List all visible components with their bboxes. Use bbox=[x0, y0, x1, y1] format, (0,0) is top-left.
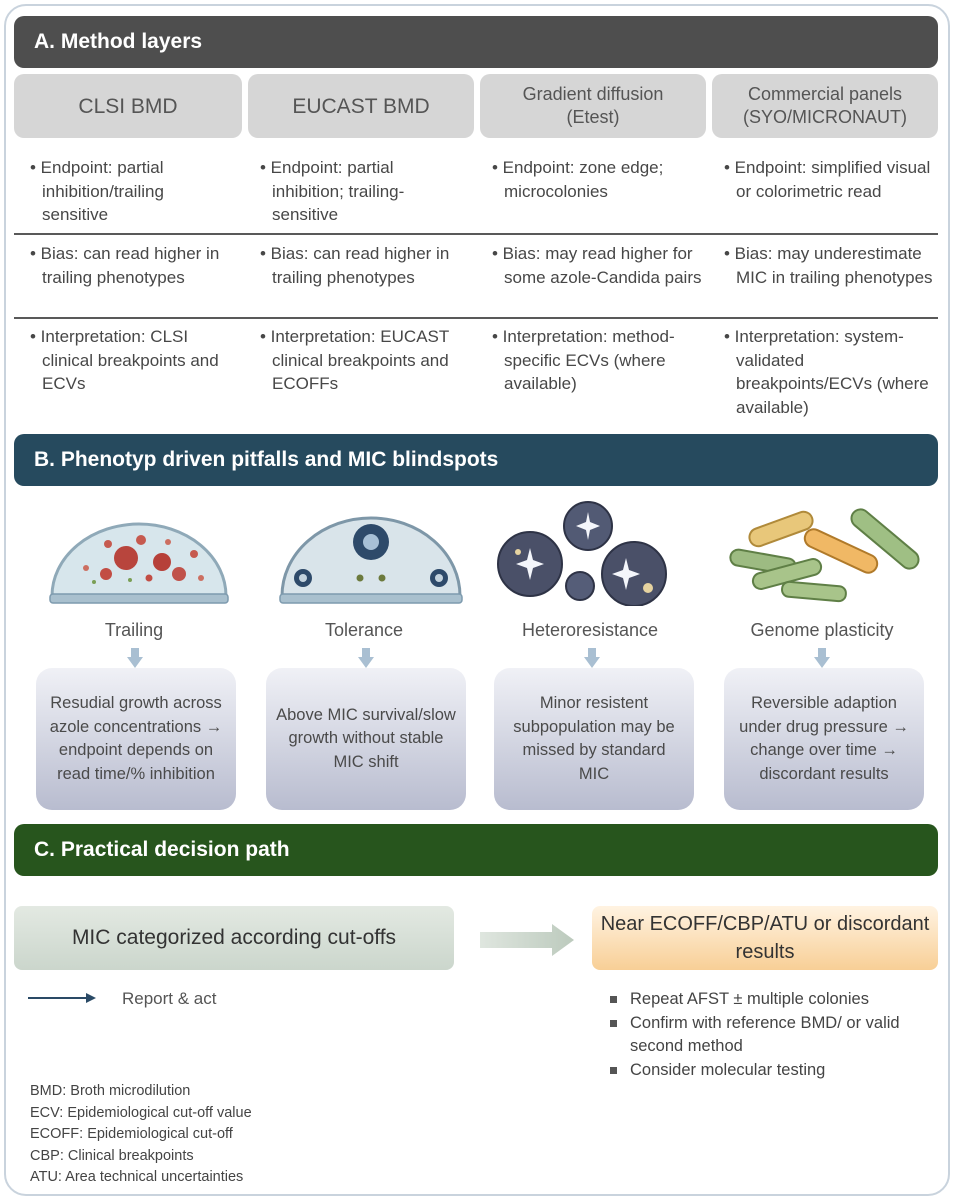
method-header-gradient: Gradient diffusion (Etest) bbox=[480, 74, 706, 138]
row-divider bbox=[14, 317, 938, 319]
gradient-bias: • Bias: may read higher for some azole-C… bbox=[492, 244, 702, 287]
down-arrow-icon bbox=[814, 648, 830, 668]
commercial-bias: • Bias: may underestimate MIC in trailin… bbox=[724, 244, 933, 287]
phenotype-label-trailing: Trailing bbox=[104, 620, 164, 640]
legend-item: BMD: Broth microdilution bbox=[30, 1083, 191, 1099]
report-arrow-icon bbox=[28, 993, 96, 1003]
section-c-header: C. Practical decision path bbox=[14, 824, 938, 876]
phenotype-label-genome-plasticity: Genome plasticity bbox=[750, 620, 894, 640]
gradient-endpoint: • Endpoint: zone edge; microcolonies bbox=[492, 158, 664, 201]
list-item: Consider molecular testing bbox=[606, 1059, 936, 1083]
clsi-bias: • Bias: can read higher in trailing phen… bbox=[30, 244, 220, 287]
row-divider bbox=[14, 233, 938, 235]
phenotype-box-genome-plasticity: Reversible adaption under drug pressure … bbox=[724, 668, 924, 810]
phenotype-label-tolerance: Tolerance bbox=[324, 620, 404, 640]
legend-item: CBP: Clinical breakpoints bbox=[30, 1147, 194, 1164]
genome-plasticity-cells-icon bbox=[729, 508, 920, 603]
flow-arrow-icon bbox=[480, 924, 574, 956]
near-cutoff-box: Near ECOFF/CBP/ATU or discordant results bbox=[592, 906, 938, 970]
gradient-interpretation: • Interpretation: method-specific ECVs (… bbox=[492, 327, 675, 393]
phenotype-box-heteroresistance: Minor resistent subpopulation may be mis… bbox=[494, 668, 694, 810]
mic-categorized-box: MIC categorized according cut-offs bbox=[14, 906, 454, 970]
method-header-eucast: EUCAST BMD bbox=[248, 74, 474, 138]
phenotype-box-tolerance: Above MIC survival/slow growth without s… bbox=[266, 668, 466, 810]
section-b-header: B. Phenotyp driven pitfalls and MIC blin… bbox=[14, 434, 938, 486]
clsi-endpoint: • Endpoint: partial inhibition/trailing … bbox=[30, 158, 164, 224]
trailing-plate-icon bbox=[49, 522, 229, 604]
report-and-act-label: Report & act bbox=[122, 989, 217, 1008]
tolerance-plate-icon bbox=[279, 516, 463, 604]
down-arrow-icon bbox=[584, 648, 600, 668]
eucast-interpretation: • Interpretation: EUCAST clinical breakp… bbox=[260, 327, 449, 393]
list-item: Confirm with reference BMD/ or valid sec… bbox=[606, 1012, 936, 1059]
down-arrow-icon bbox=[358, 648, 374, 668]
heteroresistance-cells-icon bbox=[497, 501, 667, 606]
legend-item: ECOFF: Epidemiological cut-off bbox=[30, 1126, 233, 1143]
commercial-endpoint: • Endpoint: simplified visual or colorim… bbox=[724, 158, 931, 201]
clsi-interpretation: • Interpretation: CLSI clinical breakpoi… bbox=[30, 327, 219, 393]
phenotype-label-heteroresistance: Heteroresistance bbox=[521, 620, 659, 640]
section-a-header: A. Method layers bbox=[14, 16, 938, 68]
list-item: Repeat AFST ± multiple colonies bbox=[606, 988, 936, 1012]
eucast-bias: • Bias: can read higher in trailing phen… bbox=[260, 244, 450, 287]
method-header-commercial: Commercial panels (SYO/MICRONAUT) bbox=[712, 74, 938, 138]
eucast-endpoint: • Endpoint: partial inhibition; trailing… bbox=[260, 158, 405, 224]
follow-up-actions: Repeat AFST ± multiple colonies Confirm … bbox=[606, 988, 936, 1082]
down-arrow-icon bbox=[127, 648, 143, 668]
phenotype-box-trailing: Resudial growth across azole concentrati… bbox=[36, 668, 236, 810]
method-header-clsi: CLSI BMD bbox=[14, 74, 242, 138]
legend-item: ATU: Area technical uncertainties bbox=[30, 1169, 244, 1186]
commercial-interpretation: • Interpretation: system-validated break… bbox=[724, 327, 929, 417]
figure-frame bbox=[4, 4, 950, 1196]
legend-item: ECV: Epidemiological cut-off value bbox=[30, 1104, 252, 1121]
abbreviation-legend: BMD: Broth microdilution ECV: Epidemiolo… bbox=[30, 1081, 252, 1189]
